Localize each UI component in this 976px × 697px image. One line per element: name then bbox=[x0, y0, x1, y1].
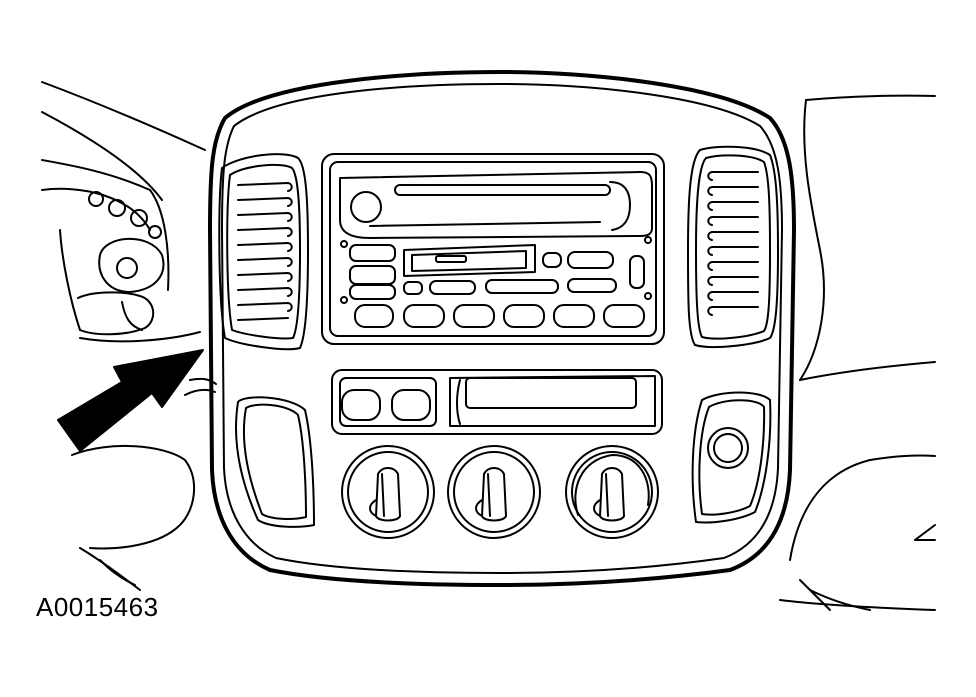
left-storage-pocket bbox=[235, 396, 315, 528]
climate-knob-center bbox=[447, 445, 541, 539]
dashboard-right-area bbox=[779, 94, 936, 611]
center-bezel bbox=[208, 70, 796, 587]
lower-control-panel bbox=[331, 369, 663, 435]
pointer-arrow bbox=[57, 349, 204, 452]
climate-knob-left bbox=[341, 445, 435, 539]
radio-unit bbox=[321, 153, 665, 345]
figure-id-label: A0015463 bbox=[36, 592, 159, 622]
climate-knob-right bbox=[565, 445, 659, 539]
right-air-vent bbox=[687, 145, 779, 348]
right-pocket-outlet bbox=[691, 391, 772, 524]
left-air-vent bbox=[218, 153, 309, 351]
instrument-cluster-area bbox=[41, 81, 217, 591]
